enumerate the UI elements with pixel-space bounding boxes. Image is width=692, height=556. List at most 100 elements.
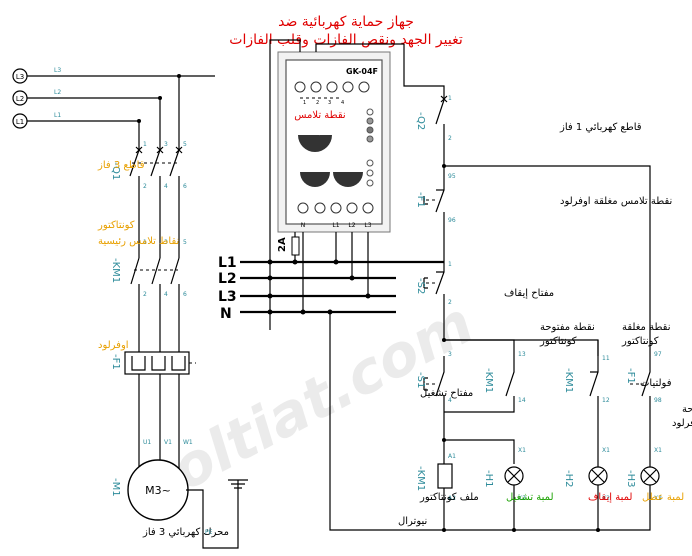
svg-text:2A: 2A [277, 237, 288, 252]
km1-no-label-2: كونتاكتور [539, 336, 577, 347]
svg-text:X2: X2 [518, 495, 526, 502]
breaker-q2: 1 2 -Q2 قاطع كهربائي 1 فاز [415, 95, 642, 174]
svg-text:2: 2 [143, 291, 147, 298]
relay-contact-label: نقطة تلامس [294, 110, 345, 121]
svg-text:1: 1 [143, 239, 147, 246]
km1-label-2: نقاط تلامس رئيسية [98, 236, 179, 247]
svg-text:2: 2 [448, 299, 452, 306]
bus-label-l1: L1 [218, 255, 237, 271]
svg-text:L2: L2 [54, 89, 61, 96]
km1-nc-label-2: كونتاكتور [621, 336, 659, 347]
m1-tag: -M1 [110, 478, 121, 497]
neutral-label: نيوترال [398, 516, 427, 527]
overload-f1-no: 97 98 -F1 نقطة مفتوحة اوفرلود [625, 350, 692, 460]
fuse-2a: 2A [277, 232, 300, 262]
svg-text:L3: L3 [54, 67, 61, 74]
svg-text:3: 3 [328, 100, 331, 106]
svg-text:3: 3 [448, 351, 452, 358]
contactor-km1-main: 1 3 5 2 4 6 -KM1 كونتاكتور نقاط تلامس رئ… [97, 220, 187, 352]
svg-text:5: 5 [183, 141, 187, 148]
motor-label: محرك كهربائي 3 فاز [142, 527, 229, 538]
svg-text:1: 1 [143, 141, 147, 148]
bus-label-n: N [220, 306, 232, 322]
svg-text:L1: L1 [16, 118, 24, 126]
svg-text:2: 2 [143, 183, 147, 190]
contactor-coil-km1: A1 A2 -KM1 ملف كونتاكتور [415, 453, 479, 526]
svg-text:96: 96 [448, 217, 456, 224]
svg-text:PE: PE [205, 529, 213, 536]
svg-text:A2: A2 [448, 495, 456, 502]
q2-label: قاطع كهربائي 1 فاز [559, 122, 642, 133]
control-circuit: 1 2 -Q2 قاطع كهربائي 1 فاز 95 96 -F1 نقط… [329, 44, 692, 532]
svg-text:U1: U1 [143, 439, 151, 446]
f1-nc-tag: -F1 [415, 192, 426, 208]
svg-text:4: 4 [341, 100, 344, 106]
contactor-km1-no: 14 -KM1 نقطة مفتوحة كونتاكتور [444, 322, 595, 413]
f1-power-tag: -F1 [110, 354, 121, 370]
svg-text:W1: W1 [183, 439, 193, 446]
stop-button-s2: 1 2 -S2 مفتاح إيقاف [415, 261, 554, 340]
svg-text:L3: L3 [16, 73, 24, 81]
svg-text:X1: X1 [602, 447, 610, 454]
svg-text:11: 11 [602, 355, 610, 362]
h1-label: لمبة تشغيل [506, 492, 554, 503]
svg-text:L2: L2 [348, 222, 355, 229]
f1-no-tag: -F1 [625, 368, 636, 384]
km1-nc-label-1: نقطة مغلقة [622, 322, 671, 333]
q1-label: قاطع 3 فاز [97, 160, 145, 171]
svg-text:3: 3 [164, 141, 168, 148]
svg-text:X1: X1 [518, 447, 526, 454]
lamp-h1: X1 X2 -H1 لمبة تشغيل [483, 447, 554, 526]
svg-text:12: 12 [602, 397, 610, 404]
bus-label-l3: L3 [218, 289, 237, 305]
svg-text:L1: L1 [54, 112, 61, 119]
protection-relay: GK-04F 1 2 3 4 نقطة تلامس N L1 L2 [269, 39, 404, 330]
overload-f1: -F1 اوفرلود [98, 340, 196, 440]
s2-tag: -S2 [415, 278, 426, 294]
svg-text:2: 2 [448, 135, 452, 142]
svg-text:N: N [301, 222, 306, 229]
svg-text:4: 4 [164, 183, 168, 190]
lamp-h3: X1 X2 -H3 لمبة عطل [625, 447, 684, 526]
svg-text:14: 14 [518, 397, 526, 404]
svg-text:L1: L1 [332, 222, 339, 229]
overload-f1-nc: 95 96 -F1 نقطة تلامس مغلقة اوفرلود [415, 173, 672, 262]
s1-tag: -S1 [415, 372, 426, 388]
km1-no-label-1: نقطة مفتوحة [540, 322, 595, 333]
svg-text:M3~: M3~ [145, 484, 171, 497]
svg-text:3: 3 [164, 239, 168, 246]
h2-tag: -H2 [563, 470, 574, 488]
motor-m1: M3~ -M1 محرك كهربائي 3 فاز PE [110, 459, 248, 549]
h1-tag: -H1 [483, 470, 494, 488]
svg-text:L2: L2 [16, 95, 24, 103]
km1-label-1: كونتاكتور [97, 220, 135, 231]
km1-no-tag: -KM1 [483, 368, 494, 393]
q2-tag: -Q2 [415, 112, 426, 130]
h3-tag: -H3 [625, 470, 636, 488]
title-line-1: جهاز حماية كهربائية ضد [278, 14, 414, 30]
km1-nc-tag: -KM1 [563, 368, 574, 393]
svg-text:4: 4 [448, 397, 452, 404]
f1-no-label-1: نقطة مفتوحة [682, 404, 692, 415]
bus-label-l2: L2 [218, 271, 237, 287]
svg-text:1: 1 [448, 95, 452, 102]
title-line-2: تغيير الجهد ونقص الفازات وقلب الفازات [229, 32, 463, 48]
contactor-km1-nc: 11 12 -KM1 نقطة مغلقة كونتاكتور فولتيات [563, 322, 672, 460]
s1-label: مفتاح تشغيل [420, 388, 473, 399]
f1-nc-label: نقطة تلامس مغلقة اوفرلود [560, 196, 672, 207]
svg-text:98: 98 [654, 397, 662, 404]
s2-label: مفتاح إيقاف [504, 288, 554, 299]
h3-label: لمبة عطل [642, 492, 684, 503]
relay-model: GK-04F [346, 67, 378, 76]
svg-text:95: 95 [448, 173, 456, 180]
svg-text:A1: A1 [448, 453, 456, 460]
km1-tag: -KM1 [110, 258, 121, 283]
start-button-s1: 4 -S1 مفتاح تشغيل [415, 356, 473, 440]
svg-text:6: 6 [183, 291, 187, 298]
svg-text:1: 1 [303, 100, 306, 106]
breaker-q1: 1 3 5 2 4 6 -Q1 قاطع 3 فاز [97, 140, 187, 258]
svg-text:X1: X1 [654, 447, 662, 454]
svg-text:1: 1 [448, 261, 452, 268]
svg-text:97: 97 [654, 351, 662, 358]
svg-text:X2: X2 [654, 495, 662, 502]
